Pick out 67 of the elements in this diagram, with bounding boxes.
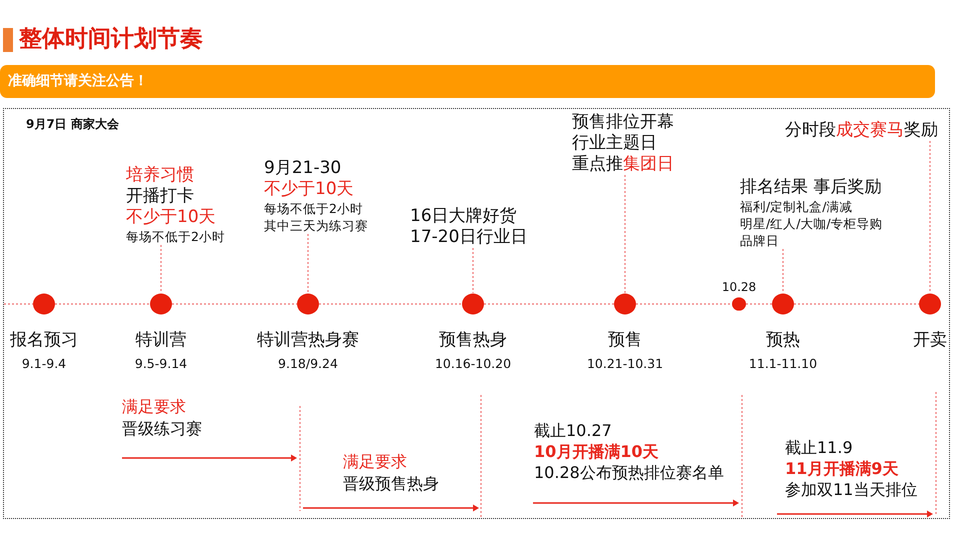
annotation-text: 开播打卡 <box>126 186 195 207</box>
promotion-text: 晋级预售热身 <box>343 473 439 494</box>
note-text: 每场不低于2小时 <box>264 200 364 217</box>
promotion-text: 晋级练习赛 <box>122 418 202 439</box>
annotation-text: 预售排位开幕 <box>572 112 674 133</box>
milestone-date: 11.1-11.10 <box>748 355 818 372</box>
milestone-date: 9.5-9.14 <box>134 355 188 372</box>
timeline-line <box>746 303 772 305</box>
milestone-date: 10.21-10.31 <box>586 355 664 372</box>
timeline-line <box>4 303 33 305</box>
annotation-text: 重点推集团日 <box>572 154 674 175</box>
timeline-line <box>55 303 150 305</box>
leader-line <box>624 175 626 293</box>
timeline-line <box>172 303 297 305</box>
milestone-name: 报名预习 <box>10 330 78 351</box>
deadline-text: 截止11.9 <box>785 437 853 458</box>
leader-line <box>160 245 162 293</box>
requirement-text: 满足要求 <box>343 451 407 472</box>
note-text: 品牌日 <box>740 232 780 249</box>
milestone-name: 预热 <box>766 330 800 351</box>
milestone-dot <box>297 293 319 315</box>
milestone-date: 10.28 <box>722 280 756 295</box>
milestone-date: 9.18/9.24 <box>278 355 338 372</box>
milestone-name: 开卖 <box>913 330 947 351</box>
leader-line <box>782 249 784 293</box>
event-note: 9月7日 商家大会 <box>26 117 119 132</box>
annotation-text: 16日大牌好货 <box>410 206 518 227</box>
note-text: 其中三天为练习赛 <box>264 217 368 234</box>
annotation-text: 排名结果 事后奖励 <box>740 177 882 198</box>
milestone-date: 10.16-10.20 <box>434 355 512 372</box>
timeline-line <box>484 303 614 305</box>
leader-line <box>472 248 474 293</box>
ranking-text: 参加双11当天排位 <box>785 479 918 500</box>
annotation-text: 9月21-30 <box>264 158 342 179</box>
note-text: 明星/红人/大咖/专柜导购 <box>740 215 883 232</box>
note-text: 每场不低于2小时 <box>126 228 225 245</box>
milestone-name: 特训营热身赛 <box>257 330 359 351</box>
milestone-name: 预售 <box>608 330 642 351</box>
leader-line <box>929 141 931 293</box>
announcement-text: 10.28公布预热排位赛名单 <box>534 462 724 483</box>
milestone-dot <box>919 293 941 315</box>
milestone-name: 特训营 <box>136 330 186 351</box>
milestone-dot <box>614 293 636 315</box>
milestone-dot <box>462 293 484 315</box>
highlight-text: 不少于10天 <box>264 179 355 200</box>
timeline-line <box>636 303 732 305</box>
milestone-dot <box>732 297 746 311</box>
annotation-text: 行业主题日 <box>572 133 658 154</box>
deadline-text: 截止10.27 <box>534 420 612 441</box>
milestone-dot <box>150 293 172 315</box>
annotation-text: 17-20日行业日 <box>410 227 528 248</box>
requirement-text: 满足要求 <box>122 396 186 417</box>
highlight-text: 不少于10天 <box>126 207 217 228</box>
timeline-line <box>794 303 919 305</box>
requirement-text: 11月开播满9天 <box>785 458 898 479</box>
page-title: 整体时间计划节奏 <box>19 25 203 54</box>
milestone-name: 预售热身 <box>439 330 507 351</box>
timeline-line <box>319 303 462 305</box>
milestone-dot <box>772 293 794 315</box>
note-text: 福利/定制礼盒/满减 <box>740 198 854 215</box>
leader-line <box>307 234 309 293</box>
milestone-date: 9.1-9.4 <box>22 355 66 372</box>
highlight-text: 培养习惯 <box>126 165 195 186</box>
notice-banner: 准确细节请关注公告！ <box>0 65 935 98</box>
requirement-text: 10月开播满10天 <box>534 441 659 462</box>
annotation-text: 分时段成交赛马奖励 <box>785 120 938 141</box>
milestone-dot <box>33 293 55 315</box>
